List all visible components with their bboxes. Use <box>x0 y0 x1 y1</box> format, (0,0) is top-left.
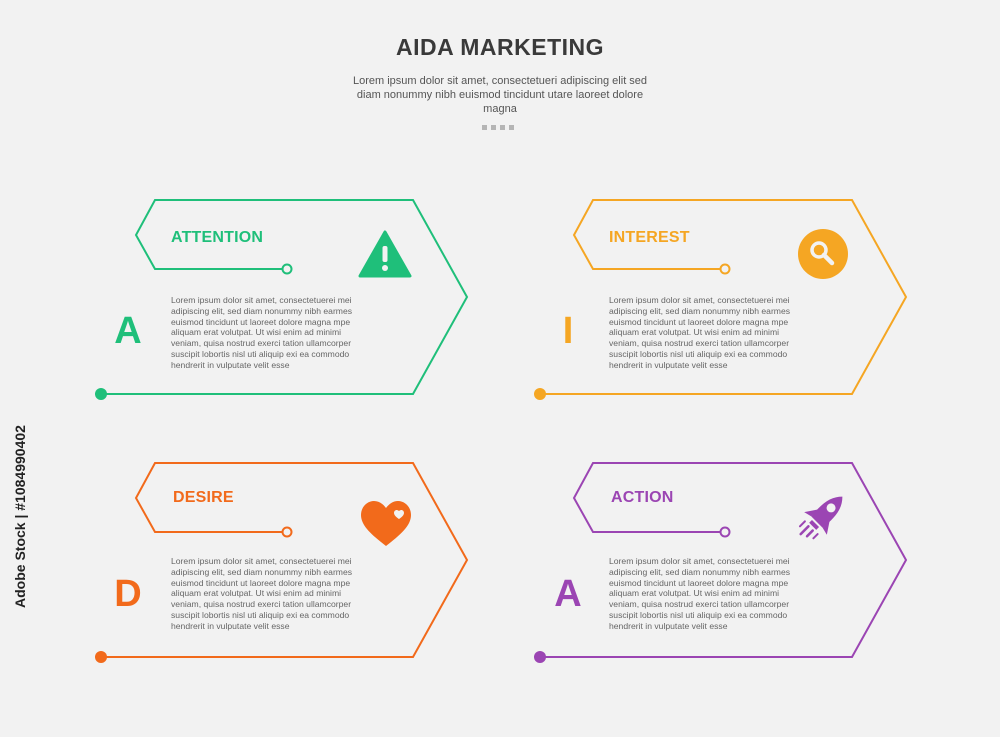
action-frame <box>534 462 908 663</box>
divider-dots <box>482 125 514 130</box>
rocket-icon <box>798 496 843 540</box>
warning-triangle-icon <box>358 230 412 278</box>
attention-text: Lorem ipsum dolor sit amet, consectetuer… <box>171 295 353 370</box>
action-letter: A <box>554 573 582 615</box>
page-subtitle: Lorem ipsum dolor sit amet, consectetuer… <box>352 75 648 115</box>
interest-text: Lorem ipsum dolor sit amet, consectetuer… <box>609 295 791 370</box>
action-label: ACTION <box>611 489 674 506</box>
desire-label: DESIRE <box>173 489 234 506</box>
desire-text: Lorem ipsum dolor sit amet, consectetuer… <box>171 556 353 631</box>
action-text: Lorem ipsum dolor sit amet, consectetuer… <box>609 556 791 631</box>
magnifier-icon <box>798 229 848 279</box>
attention-frame <box>95 199 469 400</box>
heart-icon <box>361 501 411 546</box>
interest-letter: I <box>562 310 574 352</box>
attention-letter: A <box>114 310 142 352</box>
attention-label: ATTENTION <box>171 229 264 246</box>
interest-label: INTEREST <box>609 229 690 246</box>
interest-frame <box>534 199 908 400</box>
stock-watermark: Adobe Stock | #1084990402 <box>12 425 28 608</box>
desire-frame <box>95 462 469 663</box>
desire-letter: D <box>114 573 142 615</box>
page-title: AIDA MARKETING <box>395 34 605 60</box>
